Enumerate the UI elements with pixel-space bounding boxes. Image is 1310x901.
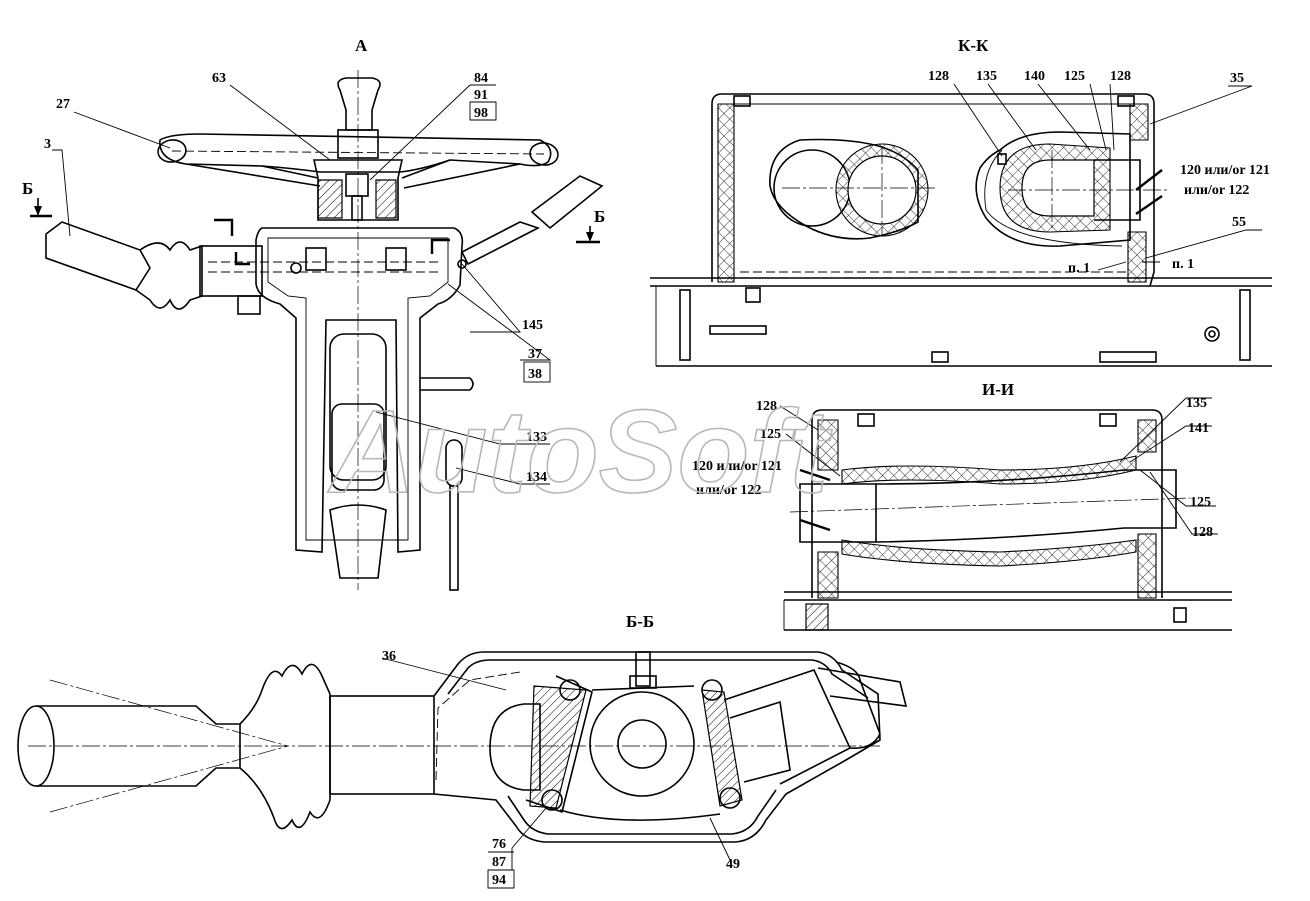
view-ii-title: И-И (982, 380, 1014, 399)
label-a-63: 63 (212, 71, 226, 86)
label-ii-128a: 128 (756, 399, 777, 414)
label-kk-128a: 128 (928, 69, 949, 84)
label-kk-120-121: 120 или/or 121 (1180, 163, 1270, 178)
label-bb-36: 36 (382, 649, 396, 664)
column-housing (255, 227, 474, 579)
label-kk-35: 35 (1230, 71, 1244, 86)
label-kk-140: 140 (1024, 69, 1045, 84)
label-a-3: 3 (44, 137, 51, 152)
turn-lever (460, 175, 604, 266)
view-bb-title: Б-Б (626, 612, 654, 631)
label-bb-94: 94 (492, 873, 506, 888)
label-kk-128b: 128 (1110, 69, 1131, 84)
label-bb-76: 76 (492, 837, 506, 852)
top-knob (337, 70, 381, 590)
label-ii-120-121: 120 или/or 121 (692, 459, 782, 474)
label-ii-135: 135 (1186, 396, 1207, 411)
kk-left-hose (769, 138, 936, 240)
label-kk-135: 135 (976, 69, 997, 84)
label-a-145: 145 (522, 318, 543, 333)
view-a-leaders (52, 84, 552, 485)
view-kk-title: К-К (958, 36, 989, 55)
label-ii-125a: 125 (760, 427, 781, 442)
section-mark-left: Б (22, 179, 33, 198)
view-a-title: А (355, 36, 368, 55)
label-kk-p1-left: п. 1 (1068, 261, 1090, 276)
view-kk: К-К (650, 36, 1272, 367)
label-a-98: 98 (474, 106, 488, 121)
label-kk-122: или/or 122 (1184, 183, 1249, 198)
gear-lever (45, 221, 467, 315)
label-bb-49: 49 (726, 857, 740, 872)
section-marks: Б Б (22, 179, 605, 266)
section-mark-right: Б (594, 207, 605, 226)
label-ii-141: 141 (1188, 421, 1209, 436)
wheel-hub (313, 159, 403, 221)
label-a-27: 27 (56, 97, 70, 112)
label-a-91: 91 (474, 88, 488, 103)
view-ii: И-И 128 125 120 или/or 121 или/or 122 13 (692, 380, 1232, 631)
handle-134 (445, 439, 463, 591)
kk-right-hose (975, 131, 1170, 247)
label-ii-125b: 125 (1190, 495, 1211, 510)
label-ii-128b: 128 (1192, 525, 1213, 540)
label-kk-p1-right: п. 1 (1172, 257, 1194, 272)
watermark-text: AutoSoft (327, 386, 833, 518)
label-kk-125: 125 (1064, 69, 1085, 84)
label-a-134: 134 (526, 470, 547, 485)
view-a: А (22, 36, 605, 591)
label-a-133: 133 (526, 430, 547, 445)
label-bb-87: 87 (492, 855, 506, 870)
label-a-38: 38 (528, 367, 542, 382)
label-kk-55: 55 (1232, 215, 1246, 230)
label-ii-122: или/or 122 (696, 483, 761, 498)
label-a-37: 37 (528, 347, 542, 362)
view-bb: Б-Б (17, 612, 908, 889)
label-a-84: 84 (474, 71, 488, 86)
